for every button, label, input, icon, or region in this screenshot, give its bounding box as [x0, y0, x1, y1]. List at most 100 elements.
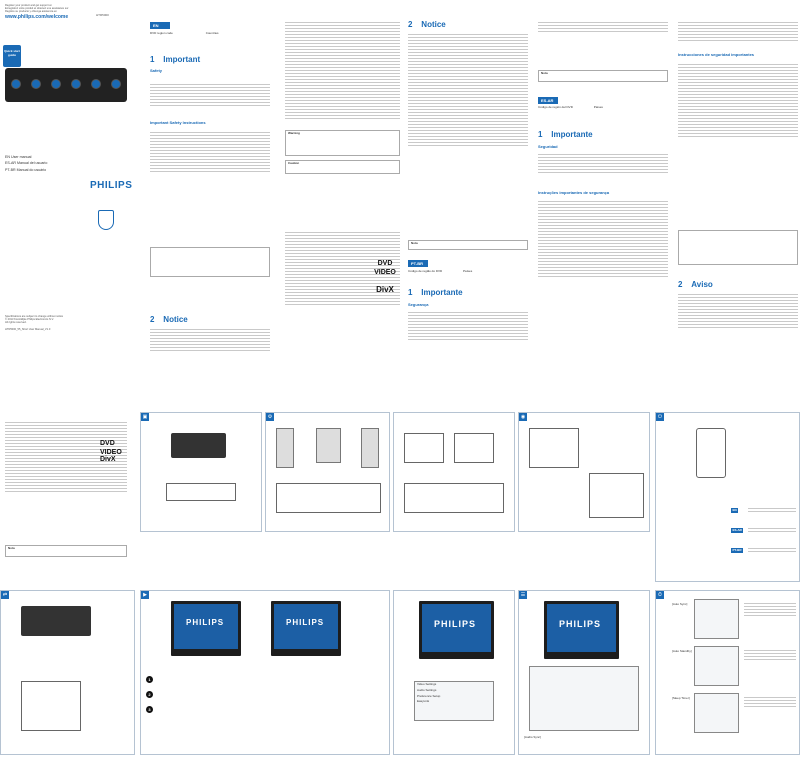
notice-text: [408, 32, 528, 148]
subwoofer: [316, 428, 341, 463]
safety-list: [150, 130, 270, 174]
register-block: Register your product and get support at…: [5, 4, 90, 20]
es-important-heading: 1 Importante: [538, 130, 593, 140]
es-important-safety-heading: Instrucciones de seguridad importantes: [678, 52, 755, 57]
pt-region-table: Código de região do DVD Países: [408, 269, 528, 274]
dvd-logo: DVD VIDEO: [373, 260, 397, 278]
step-2-badge: 2: [146, 691, 153, 698]
quick-start-label: Quick start guide: [4, 49, 20, 57]
audio-sync-menu: [694, 599, 739, 639]
tv-screen-4: PHILIPS: [547, 604, 616, 652]
pt-section-title: Importante: [421, 288, 463, 297]
fm-diagram: [589, 473, 644, 518]
step-es-label: ES-AR: [731, 527, 744, 533]
step-1-badge: 1: [146, 676, 153, 683]
table-header-1: [Audio Sync]: [524, 735, 541, 739]
knob-icon: [11, 79, 21, 89]
footer-line-3: All rights reserved.: [5, 321, 27, 325]
tv-brand-3: PHILIPS: [434, 619, 477, 629]
menu-row-2[interactable]: Audio Settings: [417, 687, 437, 692]
menu-row-3[interactable]: Preference Setup: [417, 693, 441, 698]
diagram-panel-4: ◉: [518, 412, 650, 532]
pt-countries-label: Países: [463, 269, 473, 273]
es-note-box-2: Nota: [5, 545, 127, 557]
step-pt-label: PT-BR: [731, 547, 743, 553]
notice-heading: 2 Notice: [408, 20, 446, 30]
antenna-diagram: [529, 428, 579, 468]
table-value-3: [Sleep Timer]: [672, 696, 690, 700]
panel-5-icon: ⏻: [656, 413, 664, 421]
panel-4-icon: ◉: [519, 413, 527, 421]
divx-logo: DivX: [376, 285, 394, 294]
tv-screen-3: PHILIPS: [422, 604, 491, 652]
section-heading-important: 1 Important: [150, 55, 200, 65]
menu-row-4[interactable]: EasyLink: [417, 699, 430, 704]
section-number: 1: [150, 55, 155, 64]
dvd-logo-text: DVD VIDEO: [374, 260, 396, 276]
step-en-label: EN: [731, 507, 739, 513]
safety-heading: Safety: [150, 68, 163, 73]
caution-box: Caution: [285, 160, 400, 174]
knob-icon: [71, 79, 81, 89]
manual-line-es: ES-AR Manual del usuario: [5, 161, 48, 166]
en-warning-box-2: [150, 247, 270, 277]
notice-title-2: Notice: [163, 315, 188, 324]
support-url[interactable]: www.philips.com/welcome: [5, 13, 69, 20]
es-region-label: Código de región del DVD: [538, 105, 573, 109]
pt-notice-heading: 2 Aviso: [678, 280, 713, 290]
pt-section-number: 1: [408, 288, 413, 297]
en-notice-heading-2: 2 Notice: [150, 315, 188, 325]
cover-footer: Specifications are subject to change wit…: [5, 315, 95, 331]
settings-menu-2: [529, 666, 639, 731]
knob-icon: [91, 79, 101, 89]
es-dvd-logo: DVD VIDEO: [100, 440, 122, 456]
pt-important-heading: 1 Importante: [408, 288, 463, 298]
tv-brand-4: PHILIPS: [559, 619, 602, 629]
panel-7-icon: ▶: [141, 591, 149, 599]
diagram-panel-2: ⚙: [265, 412, 390, 532]
pt-notice-title: Aviso: [691, 280, 713, 289]
diagram-panel-8: PHILIPS Video Settings Audio Settings Pr…: [393, 590, 515, 755]
menu-row-1[interactable]: Video Settings: [417, 682, 437, 686]
step-3-badge: 3: [146, 706, 153, 713]
panel-2-icon: ⚙: [266, 413, 274, 421]
device-image: [171, 433, 226, 458]
knob-icon: [31, 79, 41, 89]
knob-icon: [111, 79, 121, 89]
quick-start-badge: Quick start guide: [3, 45, 21, 67]
step-text-2: [748, 526, 796, 534]
connection-diagram: [276, 483, 381, 513]
panel-6-icon: ⇄: [1, 591, 9, 599]
important-safety-heading: Important Safety Instructions: [150, 120, 206, 125]
lang-tab-en: EN: [150, 22, 170, 29]
notice-title: Notice: [421, 20, 446, 29]
tv-image-2: PHILIPS: [271, 601, 341, 656]
panel-10-icon: ⏱: [656, 591, 664, 599]
step-badges: 1 2 3: [146, 676, 154, 713]
diagram-panel-10: ⏱ [Auto Sync] [Auto Standby] [Sleep Time…: [655, 590, 800, 755]
sleep-timer-desc: [744, 695, 796, 709]
lang-tab-es: ES-AR: [538, 97, 558, 104]
region-table: DVD region code Countries: [150, 31, 270, 36]
diagram-panel-1: ▣: [140, 412, 262, 532]
speaker-right: [361, 428, 379, 468]
caution-label: Caution: [288, 161, 300, 165]
es-section-number: 1: [538, 130, 543, 139]
pt-note-label: Nota: [411, 241, 418, 245]
tv-image-1: PHILIPS: [171, 601, 241, 656]
es-safety-text: [538, 152, 668, 175]
panel-1-icon: ▣: [141, 413, 149, 421]
es-instr-intro: [678, 20, 798, 43]
register-line-3: Registre su producto y obtenga asistenci…: [5, 10, 57, 14]
diagram-panel-9: ☰ PHILIPS [Audio Sync]: [518, 590, 650, 755]
speaker-left: [276, 428, 294, 468]
footer-line-2: © 2013 Koninklijke Philips Electronics N…: [5, 318, 54, 322]
notice-number: 2: [408, 20, 413, 29]
philips-logo: PHILIPS: [90, 180, 133, 191]
en-safety-list: [285, 20, 400, 121]
es-region-table: Código de región del DVD Países: [538, 105, 668, 110]
notice-number-2: 2: [150, 315, 155, 324]
diagram-panel-6: ⇄: [0, 590, 135, 755]
region-code-label: DVD region code: [150, 31, 173, 35]
